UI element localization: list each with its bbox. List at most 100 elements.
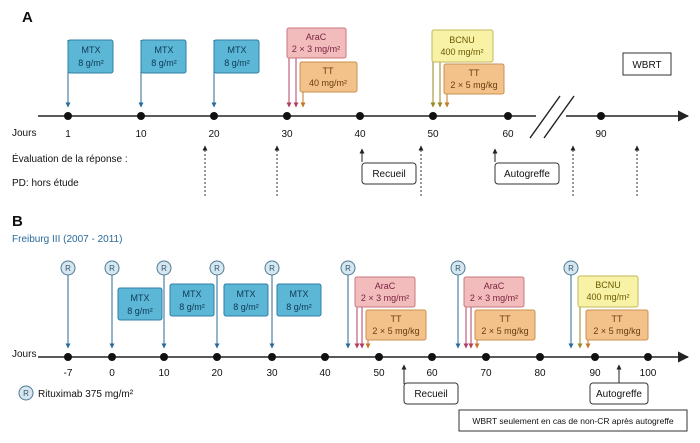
rituximab-marker-letter: R [568, 264, 574, 273]
panel-a-mtx-line1: MTX [155, 45, 174, 55]
panel-b-tt1-line1: TT [391, 314, 402, 324]
panel-a-pd-label: PD: hors étude [12, 178, 79, 189]
panel-a-tick-dot [283, 112, 291, 120]
rituximab-marker-letter: R [109, 264, 115, 273]
panel-a-tick-label: 90 [595, 129, 607, 140]
panel-b-tick-label: -7 [64, 368, 73, 379]
rituximab-marker [60, 260, 76, 276]
rituximab-marker [450, 260, 466, 276]
rituximab-legend-symbol [18, 385, 34, 401]
panel-a-arac-line2: 2 × 3 mg/m² [292, 44, 340, 54]
rituximab-marker-letter: R [455, 264, 461, 273]
panel-a-arac-group: AraC 2 × 3 mg/m² [286, 27, 347, 108]
panel-a-tt2-line2: 2 × 5 mg/kg [450, 80, 497, 90]
panel-a-tick-label: 20 [208, 129, 220, 140]
panel-b-tick-label: 80 [534, 368, 546, 379]
panel-b-mtx-box [169, 283, 215, 317]
rituximab-marker [264, 260, 280, 276]
panel-a-arac-box [286, 27, 347, 59]
panel-b-tt-group-2: TT 2 × 5 mg/kg [474, 309, 536, 349]
panel-a-tick-dot [137, 112, 145, 120]
panel-a-tick-dot [429, 112, 437, 120]
panel-a-mtx-line2: 8 g/m² [224, 58, 250, 68]
panel-a-tt2-group: TT 2 × 5 mg/kg [443, 63, 505, 108]
rituximab-marker [209, 260, 225, 276]
panel-b-tick-dot [591, 353, 599, 361]
panel-b-arac1-line2: 2 × 3 mg/m² [361, 293, 409, 303]
panel-b-tick-label: 100 [640, 368, 657, 379]
panel-a-mtx-line2: 8 g/m² [78, 58, 104, 68]
panel-a-tick-label: 30 [281, 129, 293, 140]
panel-b-autogreffe-label: Autogreffe [596, 389, 642, 400]
panel-a-tick-label: 10 [135, 129, 147, 140]
panel-a-tick-dot [504, 112, 512, 120]
panel-b-tt-box-3 [585, 309, 649, 341]
panel-b-bcnu-line2: 400 mg/m² [586, 292, 629, 302]
panel-a-mtx-line1: MTX [82, 45, 101, 55]
panel-b-tick-dot [213, 353, 221, 361]
panel-a-tick-label: 1 [65, 129, 71, 140]
panel-a-tick-label: 50 [427, 129, 439, 140]
rituximab-legend-text: Rituximab 375 mg/m² [38, 389, 134, 400]
panel-a-recueil-group: Recueil [359, 148, 417, 185]
panel-a-mtx-box [67, 39, 114, 74]
panel-b-tick-dot [428, 353, 436, 361]
rituximab-legend-symbol-letter: R [23, 389, 29, 398]
panel-b-mtx-line2: 8 g/m² [127, 306, 153, 316]
panel-b-tick-label: 20 [211, 368, 223, 379]
panel-a-mtx-box [140, 39, 187, 74]
panel-b-tt1-line2: 2 × 5 mg/kg [372, 326, 419, 336]
panel-b-arac2-line1: AraC [484, 281, 505, 291]
panel-b-tick-dot [268, 353, 276, 361]
panel-a-axis-label: Jours [12, 128, 36, 139]
panel-a-wbrt-label: WBRT [632, 60, 661, 71]
panel-b-tt-group-1: TT 2 × 5 mg/kg [365, 309, 427, 349]
panel-a-letter: A [22, 9, 33, 26]
panel-b-tick-label: 70 [480, 368, 492, 379]
panel-a-mtx-line1: MTX [228, 45, 247, 55]
panel-b-arac1-line1: AraC [375, 281, 396, 291]
panel-b-tt-box-2 [474, 309, 536, 341]
panel-a-tick-dot [64, 112, 72, 120]
panel-a-recueil-box [361, 162, 417, 185]
panel-b-bcnu-line1: BCNU [595, 280, 621, 290]
panel-b-tt3-line1: TT [612, 314, 623, 324]
panel-b-bcnu-box [577, 275, 639, 308]
panel-b-tick-label: 40 [319, 368, 331, 379]
panel-b-subtitle: Freiburg III (2007 - 2011) [12, 234, 122, 245]
panel-a-axis-break [529, 95, 575, 139]
panel-b-tick-label: 90 [589, 368, 601, 379]
panel-b-mtx-box [223, 283, 269, 317]
panel-b-note-box [458, 409, 688, 432]
panel-b-tick-dot [64, 353, 72, 361]
panel-a-tick-label: 60 [502, 129, 514, 140]
panel-b-note-text: WBRT seulement en cas de non-CR après au… [472, 416, 674, 426]
panel-b-arac-box-1 [354, 276, 416, 308]
panel-b-arac-group-1: AraC 2 × 3 mg/m² [354, 276, 416, 349]
panel-b-recueil-label: Recueil [414, 389, 447, 400]
panel-b-mtx-line2: 8 g/m² [286, 302, 312, 312]
panel-a-autogreffe-box [494, 162, 560, 185]
rituximab-marker [156, 260, 172, 276]
panel-a-tt1-group: TT 40 mg/m² [299, 61, 358, 108]
panel-b-autogreffe-box [589, 382, 649, 405]
rituximab-marker-letter: R [161, 264, 167, 273]
panel-a-eval-label: Évaluation de la réponse : [12, 152, 128, 165]
panel-a-autogreffe-label: Autogreffe [504, 169, 550, 180]
panel-b-arac2-line2: 2 × 3 mg/m² [470, 293, 518, 303]
panel-b-tt-box-1 [365, 309, 427, 341]
rituximab-marker-letter: R [65, 264, 71, 273]
panel-b-bcnu-group: BCNU 400 mg/m² [577, 275, 639, 349]
panel-b-tick-dot [321, 353, 329, 361]
panel-b-arac-group-2: AraC 2 × 3 mg/m² [463, 276, 525, 349]
panel-a-eval-arrows [202, 145, 640, 196]
panel-a-bcnu-box [431, 29, 494, 63]
panel-b-legend: R Rituximab 375 mg/m² [18, 385, 134, 401]
panel-a-arac-line1: AraC [306, 32, 327, 42]
panel-b-tick-dot [536, 353, 544, 361]
panel-a-tt1-box [299, 61, 358, 93]
